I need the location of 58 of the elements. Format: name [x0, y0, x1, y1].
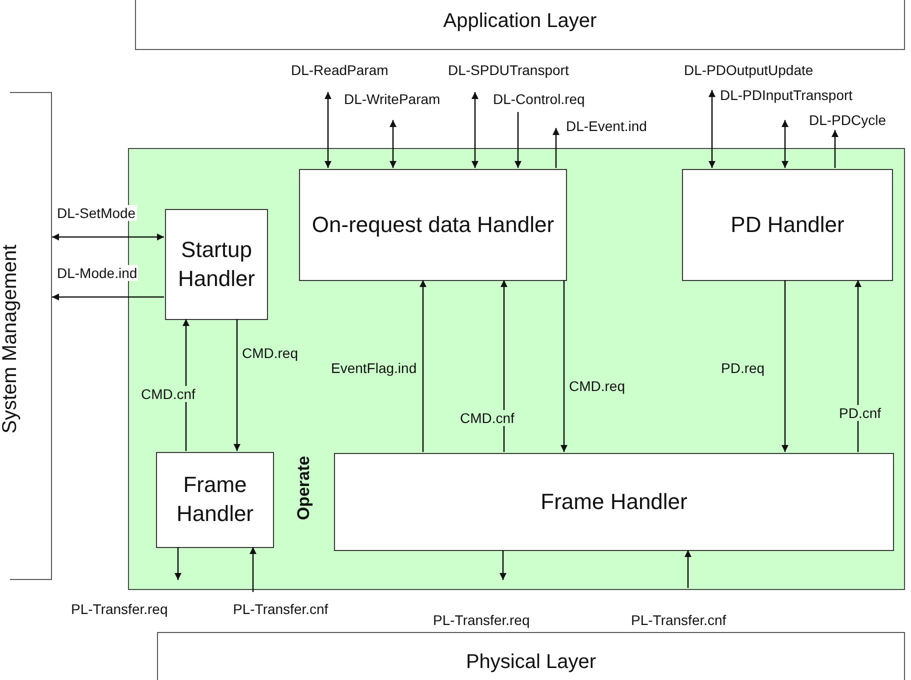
arrow: [854, 280, 862, 452]
handler-label: Frame Handler: [175, 471, 255, 528]
layer-bracket: [135, 0, 905, 50]
arrow: [832, 130, 838, 168]
edge-label: DL-Mode.ind: [56, 265, 138, 281]
layer-label: System Management: [0, 244, 21, 436]
edge-label: PL-Transfer.cnf: [232, 601, 330, 617]
edge-label: DL-WriteParam: [343, 91, 442, 107]
edge-label: CMD.cnf: [459, 410, 516, 426]
edge-label: CMD.req: [241, 345, 300, 361]
arrow: [234, 319, 240, 451]
edge-label: DL-PDInputTransport: [719, 87, 854, 103]
layer-label: Physical Layer: [466, 650, 596, 674]
layer-bracket: [157, 632, 905, 680]
arrow: [472, 92, 478, 168]
edge-label: DL-ReadParam: [290, 62, 390, 78]
arrow: [782, 120, 788, 168]
arrow: [514, 112, 522, 168]
arrow: [782, 280, 788, 452]
layer-label: Application Layer: [443, 9, 597, 33]
arrow: [560, 280, 568, 452]
edge-label: PL-Transfer.req: [432, 612, 531, 628]
edge-label: PL-Transfer.req: [70, 601, 169, 617]
arrow: [552, 128, 560, 168]
arrow: [324, 92, 332, 168]
edge-label: PL-Transfer.cnf: [630, 612, 728, 628]
handler-box: [156, 452, 274, 548]
edge-label: DL-Control.req: [492, 91, 586, 107]
arrow: [500, 280, 508, 452]
edge-label: PD.cnf: [838, 405, 882, 421]
handler-label: Startup Handler: [176, 236, 256, 292]
edge-label: DL-SetMode: [56, 205, 137, 221]
edge-label: DL-PDOutputUpdate: [683, 62, 814, 78]
handler-label: PD Handler: [730, 210, 846, 239]
handler-box: [299, 169, 567, 281]
edge-label: DL-Event.ind: [565, 118, 648, 134]
edge-label: PD.req: [720, 360, 766, 376]
handler-label: Frame Handler: [540, 488, 688, 516]
handler-box: [165, 209, 268, 320]
edge-label: DL-SPDUTransport: [447, 62, 570, 78]
arrow: [52, 294, 164, 300]
arrow: [250, 547, 256, 592]
edge-label: CMD.cnf: [140, 386, 196, 402]
edge-label: EventFlag.ind: [330, 360, 418, 376]
edge-label: CMD.req: [568, 378, 626, 394]
arrow: [420, 280, 426, 452]
region-label: Operate: [294, 454, 314, 522]
arrow: [684, 550, 692, 588]
arrow: [52, 234, 164, 240]
arrow: [390, 120, 396, 168]
edge-label: DL-PDCycle: [808, 112, 888, 128]
arrow: [708, 90, 716, 168]
arrow: [174, 547, 182, 580]
handler-label: On-request data Handler: [310, 210, 556, 239]
handler-box: [334, 453, 894, 551]
arrow: [182, 319, 190, 451]
arrow: [500, 550, 506, 580]
handler-box: [682, 169, 893, 281]
